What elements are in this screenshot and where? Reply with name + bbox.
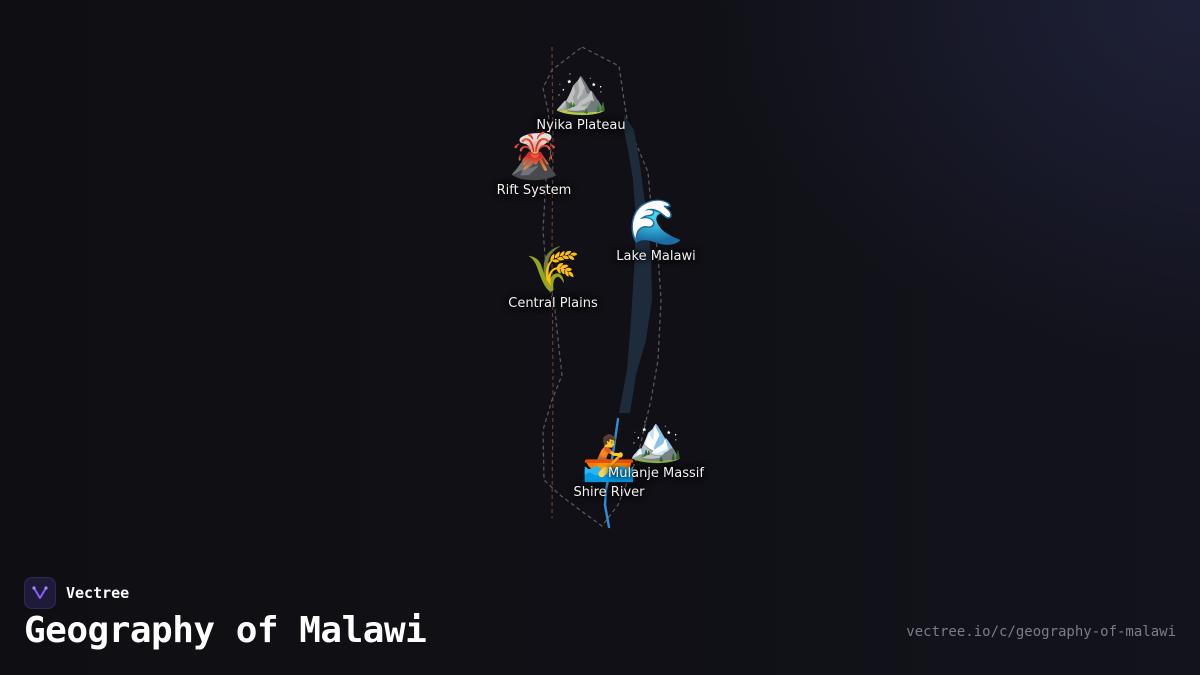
country-border bbox=[542, 46, 662, 527]
shire-river-line bbox=[603, 417, 620, 529]
page-url[interactable]: vectree.io/c/geography-of-malawi bbox=[906, 624, 1176, 640]
marker-label: Nyika Plateau bbox=[536, 118, 626, 133]
marker-lake-malawi[interactable]: 🌊 Lake Malawi bbox=[616, 197, 695, 264]
volcano-icon: 🌋 bbox=[506, 131, 562, 182]
marker-label: Shire River bbox=[573, 485, 645, 500]
rowboat-icon: 🚣 bbox=[581, 433, 637, 484]
vectree-logo-icon bbox=[24, 577, 56, 609]
marker-label: Mulanje Massif bbox=[608, 466, 704, 481]
marker-label: Rift System bbox=[496, 183, 572, 198]
marker-mulanje-massif[interactable]: 🏔️ Mulanje Massif bbox=[608, 414, 704, 481]
marker-rift-system[interactable]: 🌋 Rift System bbox=[497, 131, 572, 198]
page-title: Geography of Malawi bbox=[24, 610, 427, 651]
lake-malawi-shape bbox=[619, 115, 652, 413]
snow-mountain-icon: 🏔️ bbox=[628, 414, 684, 465]
marker-label: Lake Malawi bbox=[616, 249, 696, 264]
grain-icon: 🌾 bbox=[525, 244, 581, 295]
marker-shire-river[interactable]: 🚣 Shire River bbox=[574, 433, 645, 500]
marker-label: Central Plains bbox=[508, 296, 598, 311]
mountain-icon: ⛰️ bbox=[553, 66, 609, 117]
wave-icon: 🌊 bbox=[628, 197, 684, 248]
brand-name: Vectree bbox=[66, 584, 130, 602]
rift-valley-line bbox=[551, 46, 554, 519]
marker-central-plains[interactable]: 🌾 Central Plains bbox=[508, 244, 598, 311]
marker-nyika-plateau[interactable]: ⛰️ Nyika Plateau bbox=[536, 66, 625, 133]
brand[interactable]: Vectree bbox=[24, 577, 129, 609]
